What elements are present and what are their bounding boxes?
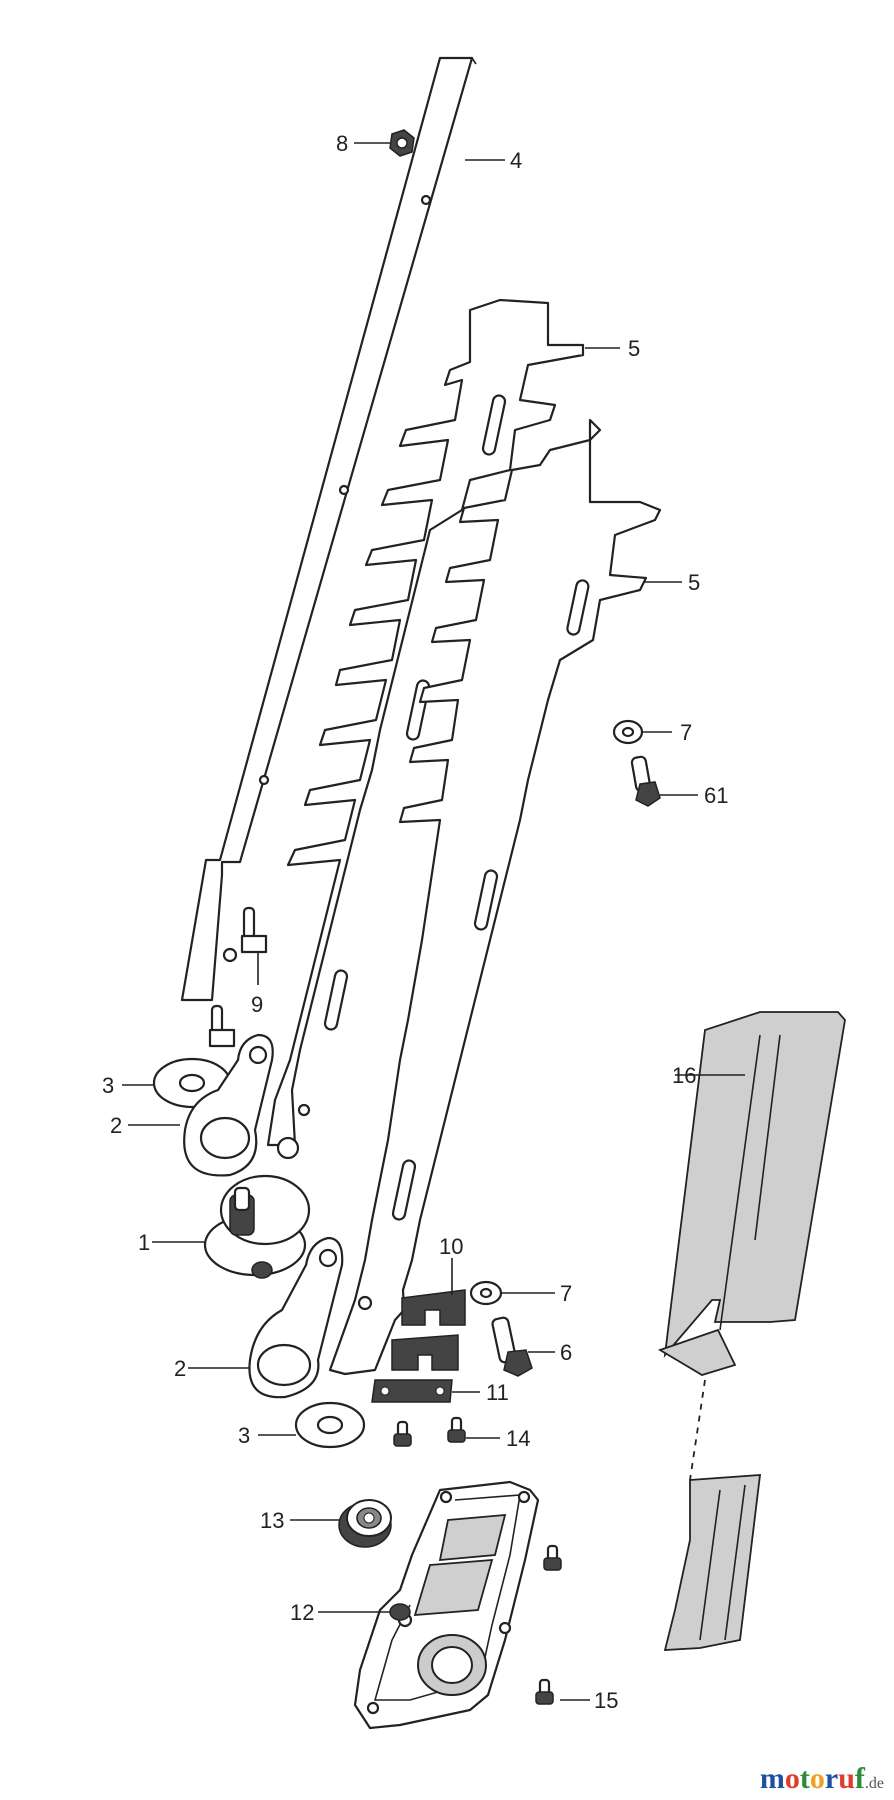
connecting-link-part-2-top — [183, 1033, 274, 1177]
crank-gear-part-1 — [203, 1174, 311, 1279]
brand-wordmark: motoruf — [760, 1762, 865, 1795]
pin-part-9 — [208, 906, 268, 1048]
cutter-blade-part-5-rear — [266, 298, 585, 1160]
nut-part-8 — [389, 129, 415, 157]
bolt-part-6 — [491, 1316, 533, 1377]
callout-2-bottom: 2 — [174, 1356, 186, 1381]
callout-numbers: 8 4 5 5 7 61 9 3 2 1 16 10 7 6 2 11 3 14… — [102, 131, 728, 1713]
brand-suffix: .de — [864, 1775, 884, 1792]
brand-letter: r — [824, 1762, 839, 1795]
brand-letter: o — [809, 1762, 825, 1795]
callout-12: 12 — [290, 1600, 314, 1625]
brand-letter: f — [854, 1762, 865, 1795]
guide-block-part-10 — [391, 1289, 466, 1371]
callout-13: 13 — [260, 1508, 284, 1533]
washer-part-3-bottom — [294, 1401, 366, 1449]
cutter-blade-part-5-front — [328, 418, 662, 1376]
callout-16: 16 — [672, 1063, 696, 1088]
blade-bar-part-4 — [180, 56, 477, 1002]
callout-3-top: 3 — [102, 1073, 114, 1098]
callout-6: 6 — [560, 1340, 572, 1365]
callout-4: 4 — [510, 148, 522, 173]
plate-part-11 — [371, 1379, 453, 1403]
bearing-part-13 — [338, 1499, 392, 1548]
screw-part-14 — [393, 1416, 466, 1447]
connecting-link-part-2-bottom — [248, 1236, 344, 1399]
callout-5-rear: 5 — [628, 336, 640, 361]
callout-11: 11 — [486, 1380, 509, 1405]
callout-14: 14 — [506, 1426, 530, 1451]
brand-logo: motoruf.de — [760, 1762, 884, 1796]
gear-housing-part-12 — [353, 1480, 540, 1730]
brand-letter: m — [759, 1762, 785, 1795]
callout-61: 61 — [704, 783, 728, 808]
bolt-part-61 — [630, 755, 661, 807]
callout-leaders — [122, 142, 745, 1701]
callout-8: 8 — [336, 131, 348, 156]
guide-rail-part-16 — [657, 1011, 846, 1651]
callout-3-bottom: 3 — [238, 1423, 250, 1448]
callout-15: 15 — [594, 1688, 618, 1713]
callout-9: 9 — [251, 992, 263, 1017]
callout-10: 10 — [439, 1234, 463, 1259]
brand-letter: t — [799, 1762, 810, 1795]
callout-2-top: 2 — [110, 1113, 122, 1138]
brand-letter: o — [784, 1762, 800, 1795]
callout-7-top: 7 — [680, 720, 692, 745]
screw-part-15 — [535, 1544, 562, 1705]
callout-1: 1 — [138, 1230, 150, 1255]
callout-5-front: 5 — [688, 570, 700, 595]
brand-letter: u — [838, 1762, 855, 1795]
callout-7-bottom: 7 — [560, 1281, 572, 1306]
